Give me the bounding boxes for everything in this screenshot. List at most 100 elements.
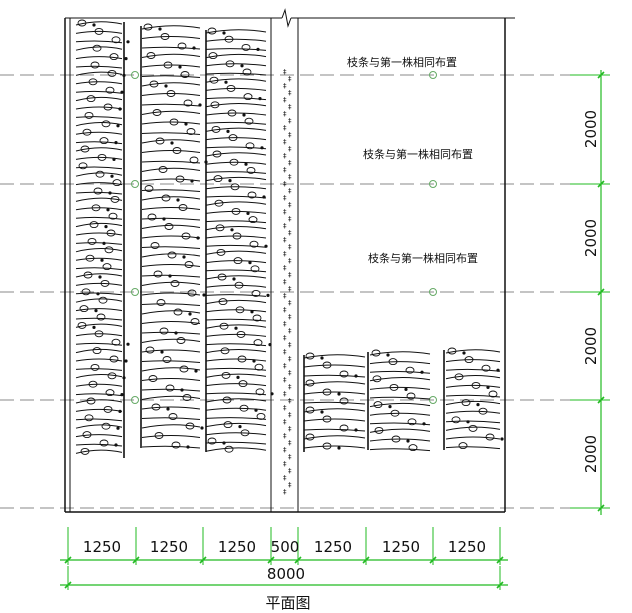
branch-line — [369, 422, 431, 426]
bud-ellipse — [252, 314, 262, 322]
bud-ellipse — [164, 223, 174, 230]
bud-ellipse — [86, 95, 96, 103]
bud-ellipse — [143, 23, 153, 31]
branch-line — [369, 361, 431, 365]
leaf-dot — [248, 261, 252, 265]
branch-line — [141, 110, 201, 115]
bud-ellipse — [91, 204, 101, 212]
aisle-mark: ‡ — [288, 467, 292, 475]
branch-line — [75, 191, 123, 195]
leaf-dot — [170, 141, 174, 145]
bud-ellipse — [390, 409, 400, 417]
branch-line — [369, 386, 431, 390]
leaf-dot — [354, 374, 358, 378]
bud-ellipse — [111, 36, 121, 44]
branch-line — [141, 445, 201, 449]
leaf-dot — [260, 146, 264, 150]
bud-ellipse — [481, 364, 491, 372]
branch-line — [445, 420, 501, 424]
branch-line — [141, 189, 201, 192]
branch-line — [141, 388, 201, 392]
bud-ellipse — [89, 221, 99, 229]
aisle-mark: ‡ — [288, 313, 292, 321]
branch-line — [205, 210, 267, 214]
branch-line — [369, 351, 431, 356]
bud-ellipse — [85, 254, 95, 262]
branch-line — [303, 445, 366, 449]
branch-line — [205, 78, 267, 83]
bud-ellipse — [100, 279, 110, 287]
bud-ellipse — [147, 213, 157, 221]
branch-line — [445, 384, 501, 388]
branch-line — [75, 71, 123, 76]
leaf-dot — [182, 255, 186, 259]
bud-ellipse — [107, 69, 117, 77]
branch-line — [205, 250, 267, 255]
branch-line — [141, 406, 201, 410]
branch-line — [75, 131, 123, 135]
bud-ellipse — [90, 363, 100, 371]
bud-ellipse — [171, 441, 181, 449]
axis-node-circle — [131, 396, 139, 404]
aisle-mark: ‡ — [283, 110, 287, 118]
leaf-dot — [124, 57, 128, 61]
branch-line — [205, 398, 267, 403]
bud-ellipse — [374, 426, 384, 434]
bud-ellipse — [389, 383, 399, 391]
branch-line — [141, 196, 201, 201]
branch-line — [141, 253, 201, 258]
branch-line — [205, 29, 267, 34]
leaf-dot — [122, 376, 126, 380]
aisle-mark: ‡ — [288, 355, 292, 363]
dim-tick — [496, 556, 504, 564]
leaf-dot — [422, 422, 426, 426]
bud-ellipse — [247, 191, 257, 199]
bud-ellipse — [180, 71, 190, 78]
bud-ellipse — [154, 432, 164, 439]
branch-line — [141, 224, 201, 229]
bud-ellipse — [478, 407, 488, 415]
grid-axis-lines — [0, 74, 610, 509]
branch-line — [205, 358, 267, 362]
bud-ellipse — [339, 370, 349, 378]
branch-line — [205, 48, 267, 51]
bud-ellipse — [159, 327, 169, 335]
axis-node-circle — [131, 288, 139, 296]
branch-line — [205, 383, 267, 387]
leaf-dot — [486, 385, 490, 389]
branch-line — [205, 432, 267, 436]
bud-ellipse — [149, 80, 159, 88]
bud-ellipse — [208, 52, 218, 60]
dim-tick — [496, 581, 504, 589]
aisle-mark: ‡ — [288, 159, 292, 167]
branch-line — [141, 75, 201, 78]
bud-ellipse — [178, 204, 188, 211]
branch-line — [141, 310, 201, 315]
leaf-dot — [224, 80, 228, 84]
bud-ellipse — [238, 380, 248, 388]
branch-line — [445, 400, 501, 406]
aisle-mark: ‡ — [283, 306, 287, 314]
leaf-dot — [98, 275, 102, 279]
bud-ellipse — [158, 166, 168, 173]
dim-label-col-6: 1250 — [381, 538, 421, 556]
branch-line — [141, 331, 201, 335]
bud-ellipse — [165, 384, 175, 392]
branch-line — [141, 103, 201, 107]
branch-line — [75, 282, 123, 286]
branch-line — [303, 435, 366, 440]
aisle-mark: ‡ — [288, 243, 292, 251]
branch-line — [141, 36, 201, 39]
bud-ellipse — [209, 76, 219, 84]
bud-ellipse — [144, 185, 154, 192]
bud-ellipse — [248, 216, 258, 224]
bud-ellipse — [226, 84, 236, 92]
dim-tick — [64, 556, 72, 564]
branch-line — [205, 121, 267, 125]
bud-ellipse — [185, 422, 195, 430]
aisle-mark: ‡ — [288, 453, 292, 461]
aisle-mark: ‡ — [283, 348, 287, 356]
branch-line — [445, 446, 501, 450]
bud-ellipse — [77, 321, 87, 329]
aisle-mark: ‡ — [283, 68, 287, 76]
